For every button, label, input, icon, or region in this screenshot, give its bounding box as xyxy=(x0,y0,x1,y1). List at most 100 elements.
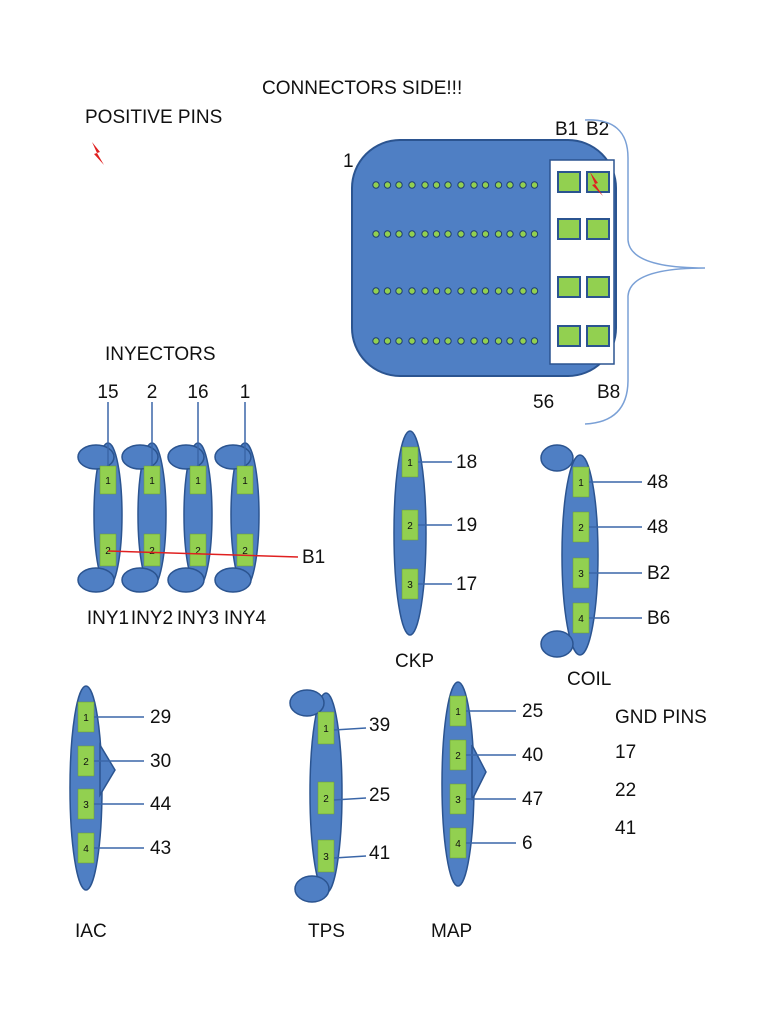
positive-legend-bolt-icon xyxy=(92,142,104,165)
signal-pin-dot xyxy=(383,181,392,189)
injector-name: INY1 xyxy=(87,608,129,629)
signal-pin-dot xyxy=(530,287,539,295)
pin-number: 3 xyxy=(323,852,329,863)
pin-box xyxy=(236,533,254,567)
coil-name: COIL xyxy=(567,669,611,690)
signal-pin-dot xyxy=(421,181,429,189)
gnd-pin: 41 xyxy=(615,818,636,839)
injector-top-pin: 16 xyxy=(187,382,208,403)
injector-top-cap xyxy=(77,444,115,470)
pin-number: 3 xyxy=(407,580,413,591)
signal-pin-dot xyxy=(457,337,465,345)
signal-pin-dot xyxy=(519,181,527,189)
signal-pin-dot xyxy=(383,287,392,295)
signal-pin-dot xyxy=(372,181,380,189)
signal-pin-dot xyxy=(421,337,429,345)
injector-name: INY3 xyxy=(177,608,219,629)
pin-number: 1 xyxy=(578,478,584,489)
positive-pins-title: POSITIVE PINS xyxy=(85,107,222,128)
signal-pin-dot xyxy=(481,181,490,189)
iac-connector-tab xyxy=(99,742,116,798)
connector-b8-label: B8 xyxy=(597,382,620,403)
signal-pin-dot xyxy=(383,337,392,345)
injector-top-cap xyxy=(121,444,159,470)
connector-pin-last: 56 xyxy=(533,392,554,413)
injector-top-cap xyxy=(167,444,205,470)
iac-wire-label: 43 xyxy=(150,838,171,859)
power-pin-grid xyxy=(557,171,610,347)
signal-pin-dot xyxy=(481,287,490,295)
pin-number: 2 xyxy=(242,546,248,557)
pin-number: 2 xyxy=(195,546,201,557)
signal-pin-dot xyxy=(432,337,441,345)
wire xyxy=(333,797,367,801)
power-pin xyxy=(557,218,581,240)
signal-pin-dot xyxy=(421,230,429,238)
pin-number: 4 xyxy=(83,844,89,855)
signal-pin-dot xyxy=(470,230,478,238)
power-pin xyxy=(557,325,581,347)
connector-signal-pin-rows xyxy=(372,181,539,345)
injector-bottom-cap xyxy=(77,567,115,593)
signal-pin-dot xyxy=(421,287,429,295)
signal-pin-dot xyxy=(457,181,465,189)
signal-pin-dot xyxy=(444,337,452,345)
signal-pin-dot xyxy=(506,337,514,345)
coil-top-cap xyxy=(540,444,574,472)
map-name: MAP xyxy=(431,921,472,942)
pin-box xyxy=(143,533,161,567)
injector-top-pin: 2 xyxy=(147,382,158,403)
connectors-side-title: CONNECTORS SIDE!!! xyxy=(262,78,462,99)
signal-pin-dot xyxy=(530,181,539,189)
signal-pin-dot xyxy=(395,337,403,345)
wire xyxy=(333,855,367,859)
coil-wire-label: 48 xyxy=(647,472,668,493)
signal-pin-dot xyxy=(395,287,403,295)
signal-pin-dot xyxy=(408,337,416,345)
pin-number: 1 xyxy=(455,707,461,718)
signal-pin-dot xyxy=(383,230,392,238)
signal-pin-dot xyxy=(432,287,441,295)
iac-wire-label: 29 xyxy=(150,707,171,728)
signal-pin-dot xyxy=(494,230,503,238)
signal-pin-dot xyxy=(372,287,380,295)
pin-number: 2 xyxy=(407,521,413,532)
signal-pin-dot xyxy=(519,337,527,345)
pin-box xyxy=(189,533,207,567)
signal-pin-dot xyxy=(481,337,490,345)
gnd-pin: 22 xyxy=(615,780,636,801)
injector-shared-wire-label: B1 xyxy=(302,547,325,568)
map-wire-label: 25 xyxy=(522,701,543,722)
injector-bottom-cap xyxy=(121,567,159,593)
connector-pin-first: 1 xyxy=(343,151,354,172)
iac-wire-label: 44 xyxy=(150,794,172,815)
signal-pin-dot xyxy=(372,230,380,238)
injector-top-cap xyxy=(214,444,252,470)
signal-pin-dot xyxy=(519,287,527,295)
power-pin xyxy=(586,276,610,298)
signal-pin-dot xyxy=(494,287,503,295)
iac-name: IAC xyxy=(75,921,107,942)
power-pin xyxy=(586,325,610,347)
signal-pin-dot xyxy=(444,181,452,189)
connector-b1-label: B1 xyxy=(555,119,578,140)
injector-name: INY4 xyxy=(224,608,267,629)
pin-number: 1 xyxy=(195,476,201,487)
signal-pin-dot xyxy=(506,181,514,189)
tps-bottom-cap xyxy=(294,875,330,903)
tps-wire-label: 25 xyxy=(369,785,390,806)
injector-top-pin: 1 xyxy=(240,382,251,403)
pin-number: 2 xyxy=(323,794,329,805)
iac-wire-label: 30 xyxy=(150,751,171,772)
signal-pin-dot xyxy=(506,287,514,295)
pin-number: 1 xyxy=(407,458,413,469)
connector-bolt-icon xyxy=(590,172,603,196)
